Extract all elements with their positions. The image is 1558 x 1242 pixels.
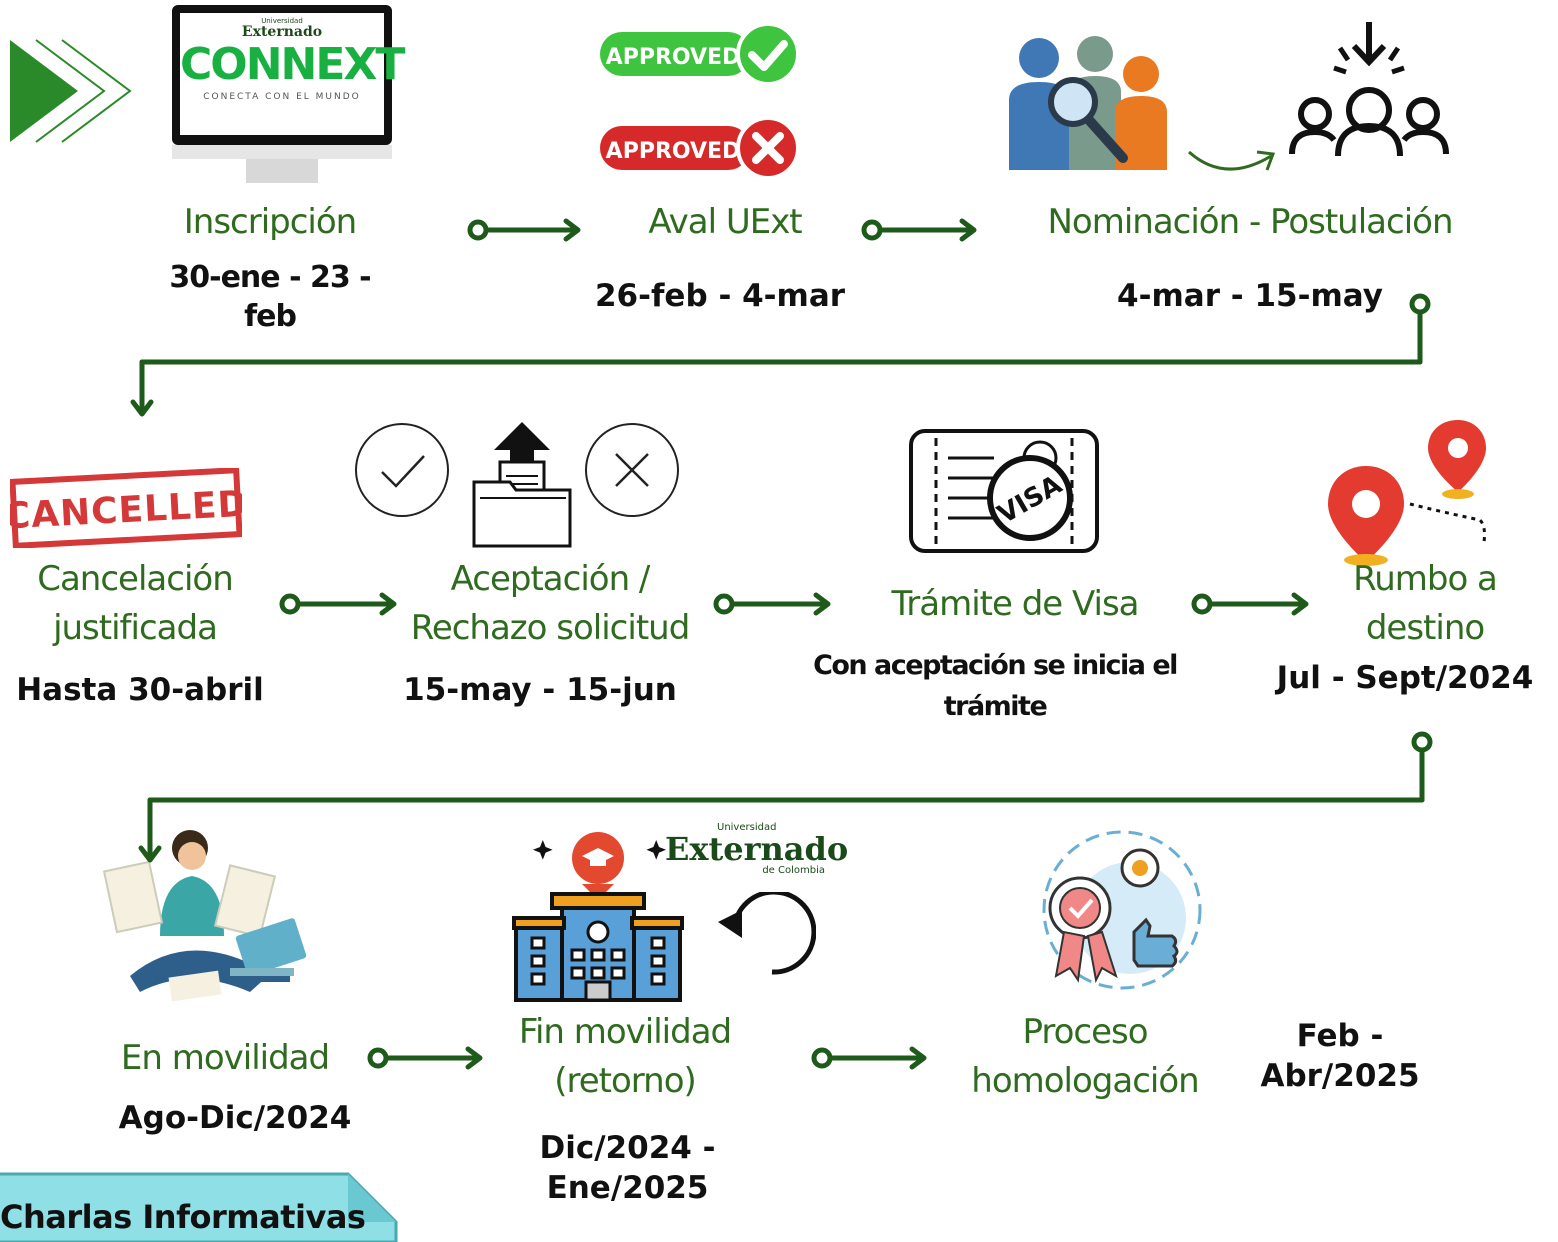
people-search-icon [1009,36,1167,170]
approved-no-text: APPROVED [606,139,741,164]
externado-university: Universidad [717,822,777,833]
charlas-informativas-badge[interactable]: Charlas Informativas [0,1172,400,1242]
step-title-visa: Trámite de Visa [891,584,1139,624]
externado-logo: Universidad Externado de Colombia [665,822,849,876]
externado-brand: Externado [665,830,849,868]
certification-icon [1042,830,1202,990]
arrow-movilidad-fin [367,1046,483,1070]
step-title-homologacion: Proceso homologación [971,1012,1199,1102]
arrow-cancelacion-aceptacion [279,592,397,616]
step-date-nominacion: 4-mar - 15-may [1117,278,1383,314]
logo-word: CONNEXT [180,39,405,90]
step-date-aceptacion: 15-may - 15-jun [403,672,677,708]
route-pins-icon [1328,420,1486,566]
arrow-inscripcion-aval [467,218,581,242]
step-title-movilidad: En movilidad [120,1038,330,1078]
student-studying-icon [102,830,307,1002]
step-date-homologacion: Feb - Abr/2025 [1260,1018,1420,1095]
logo-tagline: CONECTA CON EL MUNDO [203,91,361,102]
folder-upload-icon [472,422,572,548]
step-note-visa: Con aceptación se inicia el trámite [813,650,1178,722]
connext-monitor: Universidad Externado CONNEXT CONECTA CO… [172,5,405,183]
curved-arrow-icon [1188,150,1276,171]
approved-ok-text: APPROVED [606,45,741,70]
step-title-aceptacion: Aceptación / Rechazo solicitud [410,559,691,649]
arrow-visa-rumbo [1191,592,1309,616]
check-circle-icon [355,423,449,517]
step-date-inscripcion: 30-ene - 23 - feb [169,260,371,334]
step-title-inscripcion: Inscripción [183,202,357,242]
step-date-rumbo: Jul - Sept/2024 [1276,660,1534,696]
group-selection-icon [1289,22,1449,157]
approved-cross-icon: APPROVED [600,116,800,180]
arrow-fin-homologacion [811,1046,927,1070]
chevrons-icon [10,39,132,143]
x-circle-icon [585,423,679,517]
step-date-aval: 26-feb - 4-mar [594,278,846,314]
university-building-icon [512,832,684,1002]
logo-university: Universidad [261,17,303,25]
step-title-fin: Fin movilidad (retorno) [518,1012,732,1102]
step-date-cancelacion: Hasta 30-abril [16,672,264,708]
step-date-movilidad: Ago-Dic/2024 [118,1100,352,1136]
step-date-fin: Dic/2024 - Ene/2025 [539,1130,716,1207]
step-title-rumbo: Rumbo a destino [1353,559,1498,649]
step-title-nominacion: Nominación - Postulación [1047,202,1453,242]
cancelled-stamp-icon: CANCELLED [10,468,242,548]
externado-sub: de Colombia [762,865,825,876]
cancelled-text: CANCELLED [10,484,242,538]
approved-check-icon: APPROVED [600,22,800,86]
step-title-cancelacion: Cancelación justificada [37,559,234,649]
visa-document-icon: VISA [909,429,1099,553]
logo-brand: Externado [241,24,323,40]
arrow-aval-nominacion [861,218,977,242]
return-arrow-icon [718,892,816,975]
arrow-aceptacion-visa [713,592,831,616]
step-title-aval: Aval UExt [648,202,802,242]
charlas-label: Charlas Informativas [0,1198,366,1236]
